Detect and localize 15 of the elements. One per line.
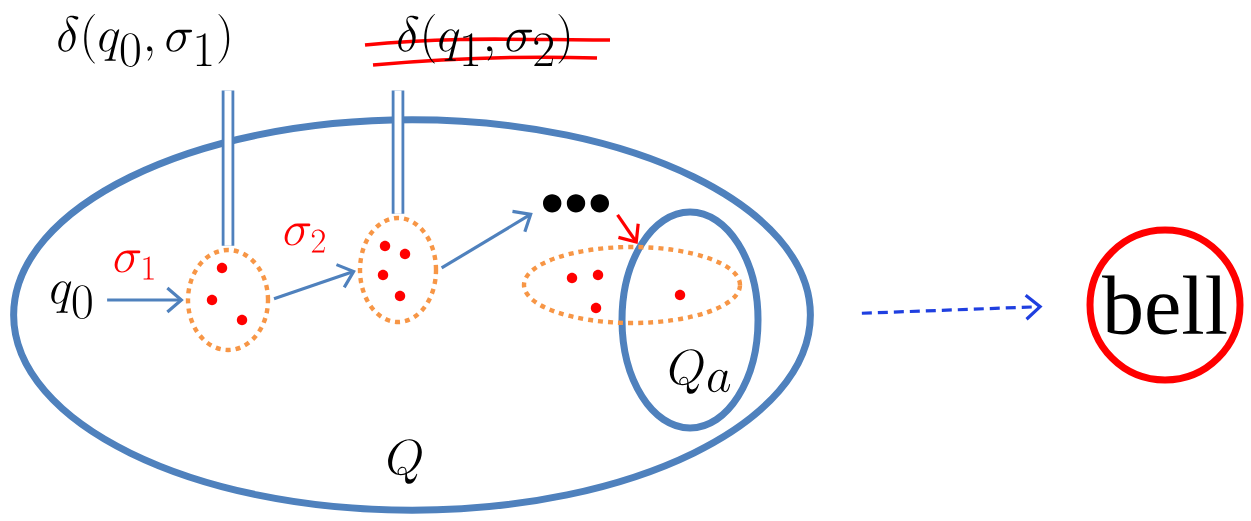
arrow [440, 209, 533, 270]
math-label: $\delta(q_0,\sigma_1)$ [58, 13, 230, 67]
dotted-ellipse [185, 247, 271, 353]
edge-label: $\sigma_1$ [110, 248, 160, 282]
arrow [616, 214, 640, 245]
arrow [273, 263, 356, 301]
dotted-ellipse [357, 215, 439, 325]
set-label: $Q_a$ [669, 349, 731, 394]
math-label: $q_0$ [51, 281, 92, 319]
set-label: $Q$ [388, 439, 422, 484]
ellipsis: ••• [543, 194, 609, 213]
edge-label: $\sigma_2$ [280, 221, 330, 255]
dotted-ellipse [521, 244, 743, 326]
arrow [861, 293, 1043, 321]
arrow [107, 286, 184, 314]
